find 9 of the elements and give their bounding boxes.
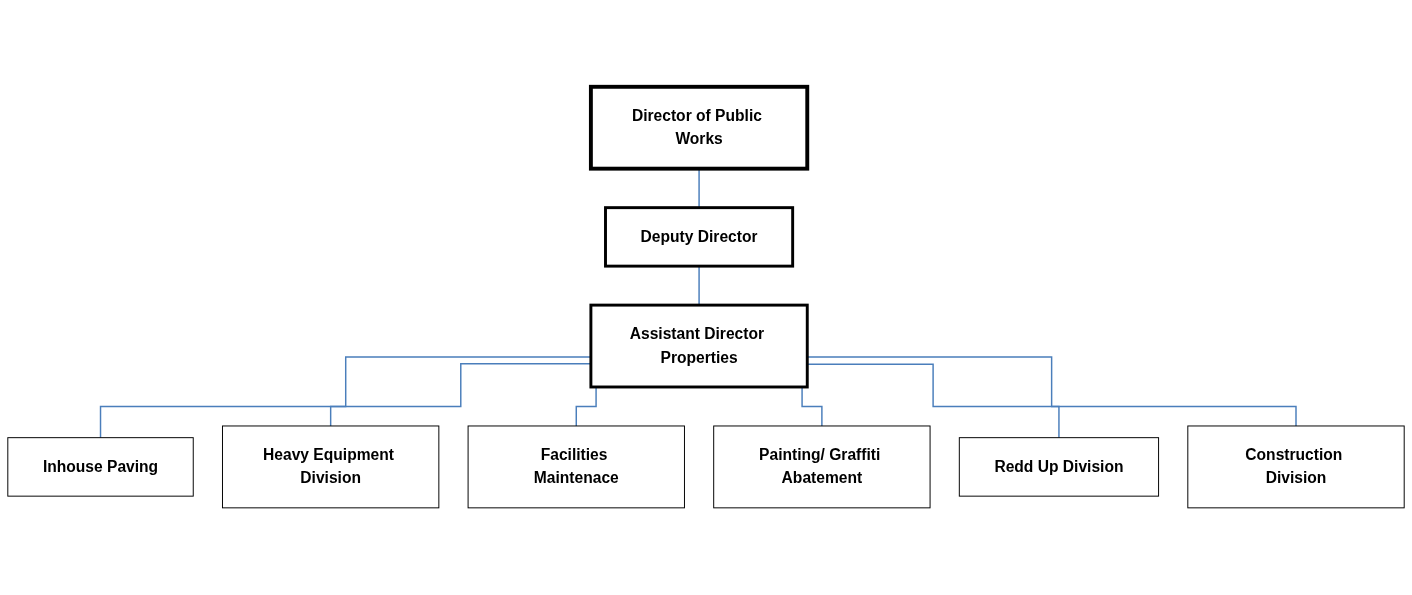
node-box: Construction Division (1187, 425, 1405, 509)
node-box: Facilities Maintenace (467, 425, 685, 509)
node-box: Inhouse Paving (7, 437, 194, 497)
node-box: Painting/ Graffiti Abatement (713, 425, 931, 509)
node-box: Heavy Equipment Division (222, 425, 440, 509)
node-box: Assistant Director Properties (589, 303, 809, 389)
node-box: Director of Public Works (588, 85, 810, 171)
node-box: Deputy Director (604, 206, 795, 268)
node-box: Redd Up Division (958, 437, 1160, 497)
